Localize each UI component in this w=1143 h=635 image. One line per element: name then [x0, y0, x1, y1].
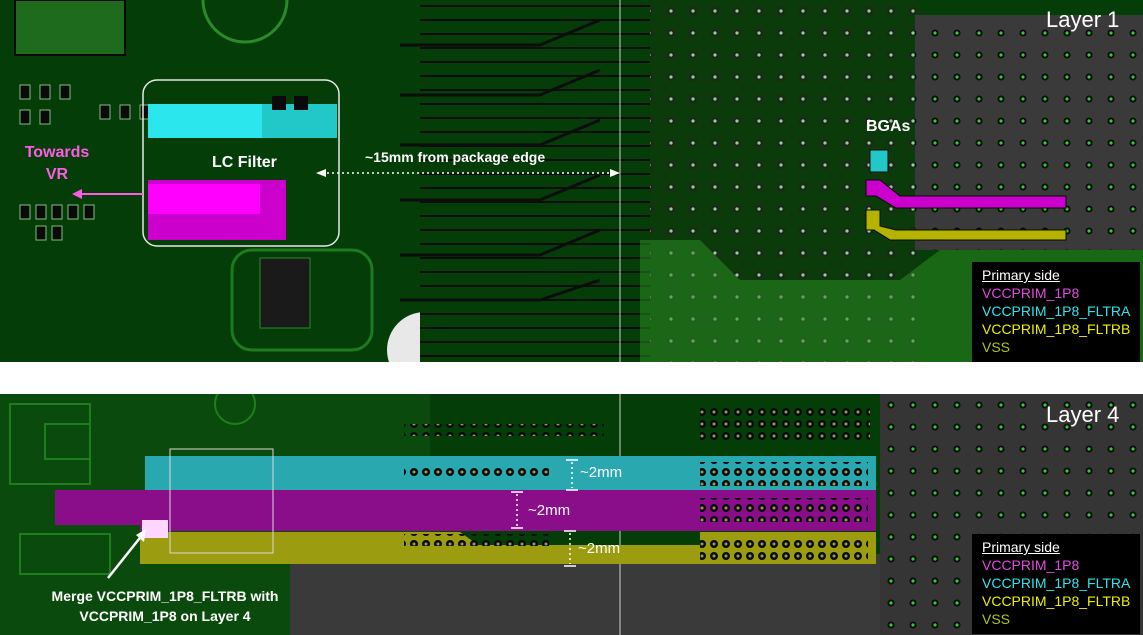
merge-note-line1: Merge VCCPRIM_1P8_FLTRB with	[51, 588, 279, 604]
vr-text: VR	[45, 166, 69, 183]
layer1-label: Layer 1	[1046, 7, 1120, 32]
dimension-fltrb: ~2mm	[578, 540, 621, 557]
legend-item-fltrb: VCCPRIM_1P8_FLTRB	[982, 321, 1131, 337]
merge-note: Merge VCCPRIM_1P8_FLTRB with VCCPRIM_1P8…	[15, 586, 315, 626]
merge-note-line2: VCCPRIM_1P8 on Layer 4	[79, 608, 251, 624]
bgas-label: BGAs	[866, 118, 911, 135]
layer4-label: Layer 4	[1046, 402, 1120, 427]
layer1-view: Layer 1 Towards VR LC Filter ~15mm from …	[0, 0, 1143, 362]
legend-item-fltra: VCCPRIM_1P8_FLTRA	[982, 303, 1131, 319]
towards-text: Towards	[24, 144, 90, 161]
dimension-fltra: ~2mm	[580, 464, 623, 481]
distance-callout: ~15mm from package edge	[365, 149, 546, 165]
legend-item-fltra: VCCPRIM_1P8_FLTRA	[982, 575, 1131, 591]
layer1-board-canvas	[0, 0, 1143, 362]
legend-item-vss: VSS	[982, 611, 1011, 627]
legend-item-vccprim-1p8: VCCPRIM_1P8	[982, 285, 1080, 301]
legend-title: Primary side	[982, 267, 1060, 283]
legend-item-fltrb: VCCPRIM_1P8_FLTRB	[982, 593, 1131, 609]
legend-layer4: Primary side VCCPRIM_1P8 VCCPRIM_1P8_FLT…	[972, 534, 1141, 634]
legend-item-vccprim-1p8: VCCPRIM_1P8	[982, 557, 1080, 573]
layer4-view: Layer 4 ~2mm ~2mm ~2mm Merge VCCPRIM_1P8…	[0, 394, 1143, 635]
towards-vr-callout: Towards VR	[12, 142, 102, 186]
legend-item-vss: VSS	[982, 339, 1011, 355]
legend-title: Primary side	[982, 539, 1060, 555]
lc-filter-label: LC Filter	[212, 154, 277, 171]
layer4-board-canvas	[0, 394, 1143, 635]
legend-layer1: Primary side VCCPRIM_1P8 VCCPRIM_1P8_FLT…	[972, 262, 1141, 362]
dimension-vccprim: ~2mm	[528, 502, 571, 519]
